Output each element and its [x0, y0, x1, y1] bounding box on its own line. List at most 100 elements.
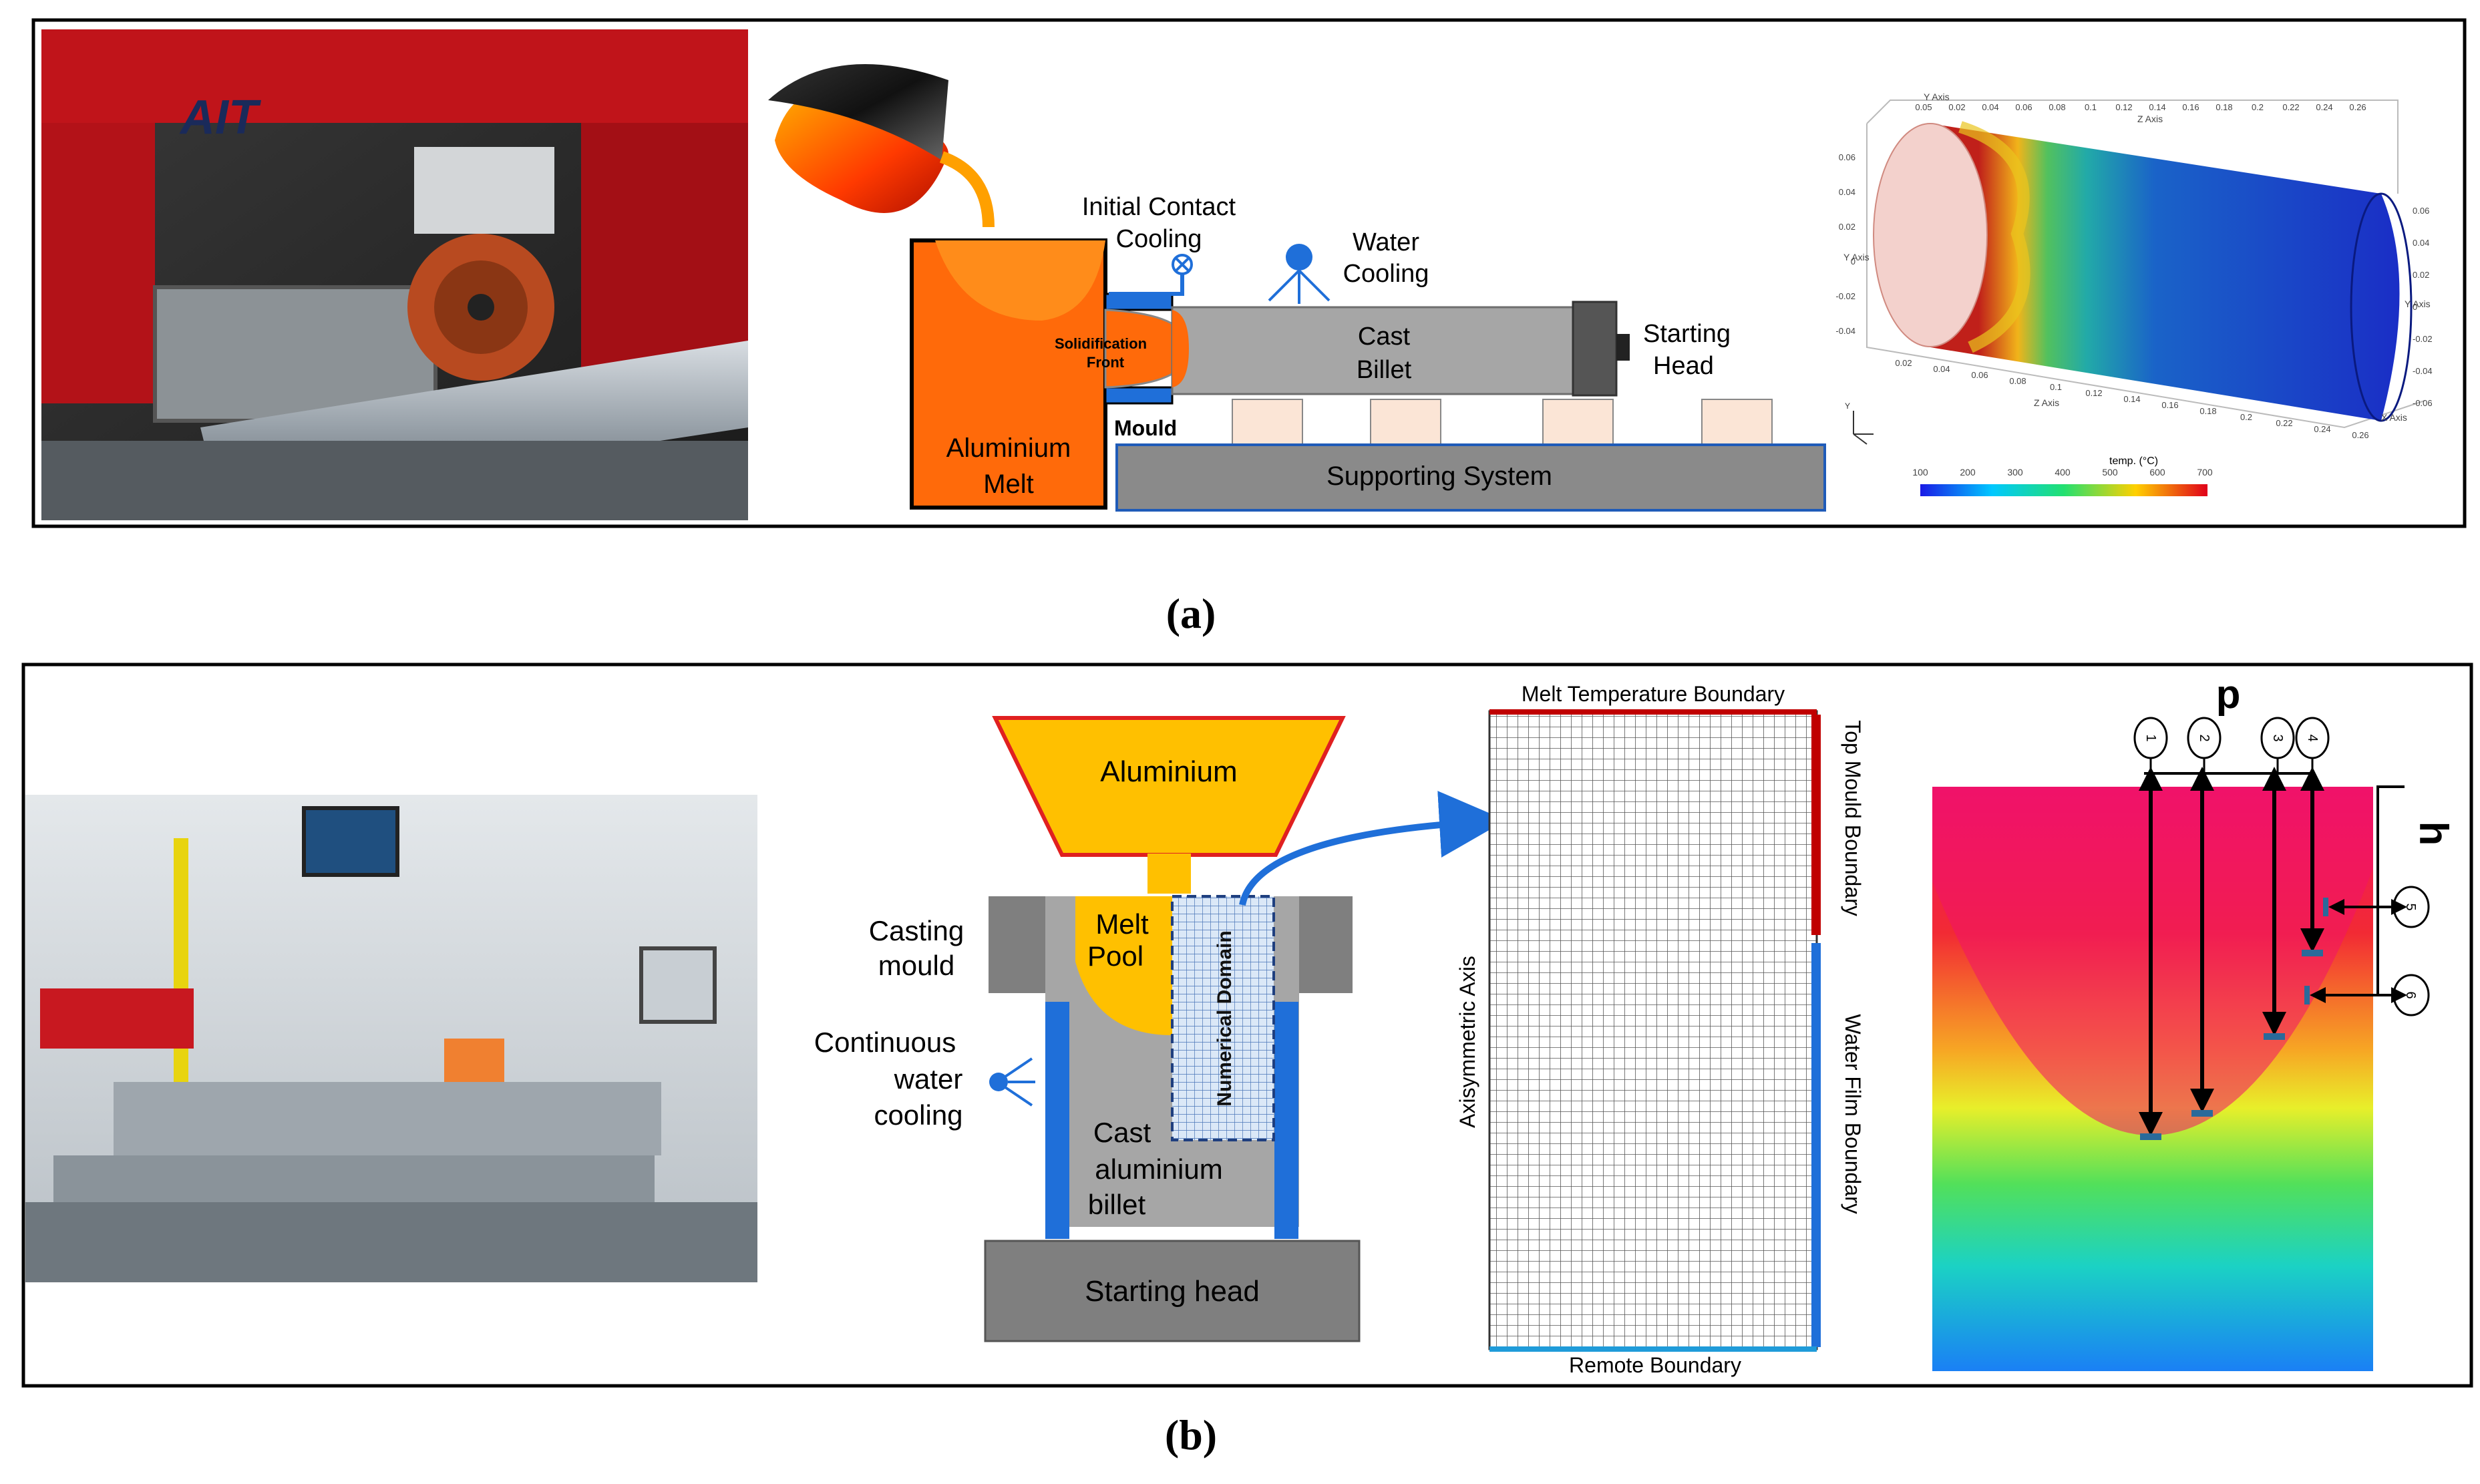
- sim-top-tick: 0.18: [2216, 102, 2232, 112]
- sim-right-tick: 0: [2413, 302, 2417, 312]
- ait-logo: AIT: [179, 91, 262, 144]
- sim-bottom-tick: 0.16: [2161, 400, 2178, 410]
- top-mould-label: Top Mould Boundary: [1841, 720, 1865, 916]
- water-cooling-label-1: Water: [1353, 228, 1419, 256]
- sim-right-tick: 0.04: [2413, 238, 2429, 248]
- sim-right-y-axis: Y Axis: [2405, 299, 2431, 309]
- sim-bottom-tick: 0.14: [2123, 394, 2140, 404]
- sim-left-tick: 0: [1851, 256, 1855, 266]
- continuous-cooling-label-1: Continuous: [814, 1027, 956, 1058]
- sim-bottom-tick: 0.08: [2009, 376, 2026, 386]
- sim-right-ticks: 0.060.040.020-0.02-0.04-0.06: [2413, 206, 2433, 408]
- spray-icon: [989, 1057, 1035, 1107]
- aluminium-melt: Aluminium Melt: [910, 238, 1107, 510]
- mould-top: [1104, 293, 1174, 311]
- pour-stream: [939, 151, 995, 228]
- sim-top-tick: 0.16: [2182, 102, 2199, 112]
- sim-x-axis: X Axis: [2381, 412, 2407, 423]
- sim-top-tick: 0.1: [2085, 102, 2097, 112]
- initial-contact-label-2: Cooling: [1116, 225, 1202, 253]
- aluminium-melt-label-2: Melt: [983, 470, 1034, 499]
- dc-casting-schematic: Aluminium Numerical Domain Melt Pool Cas…: [814, 716, 1506, 1342]
- water-film-right: [1274, 1002, 1298, 1239]
- marker-label: 5: [2403, 903, 2418, 910]
- sim-bottom-tick: 0.02: [1895, 358, 1912, 368]
- water-film-label: Water Film Boundary: [1841, 1014, 1865, 1214]
- colorbar-tick: 100: [1912, 467, 1928, 478]
- sim-top-tick: 0.02: [1948, 102, 1965, 112]
- marker-label: 4: [2305, 734, 2320, 741]
- thermocouple-tip: [2191, 1110, 2213, 1117]
- sim-left-ticks: 0.060.040.020-0.02-0.04: [1835, 152, 1855, 336]
- colorbar-tick: 200: [1960, 467, 1976, 478]
- aluminium-melt-label-1: Aluminium: [946, 433, 1071, 463]
- sim-top-z-axis: Z Axis: [2137, 114, 2163, 124]
- axes-triad-icon: Y: [1845, 401, 1874, 445]
- caption-a: (a): [1166, 590, 1216, 637]
- zoom-arrow: [1239, 791, 1506, 906]
- sim-left-y-axis: Y Axis: [1843, 252, 1870, 262]
- valve-icon: [1109, 254, 1193, 296]
- sim-left-tick: -0.04: [1835, 326, 1855, 336]
- billet-label-3: billet: [1088, 1189, 1146, 1220]
- colorbar-tick: 500: [2102, 467, 2118, 478]
- billet-label-2: aluminium: [1095, 1153, 1222, 1185]
- thermocouple-tip: [2304, 986, 2310, 1004]
- continuous-cooling-label-3: cooling: [874, 1099, 962, 1131]
- h-dimension: h: [2376, 785, 2456, 995]
- marker-label: 1: [2143, 734, 2158, 741]
- solidification-label-1: Solidification: [1055, 335, 1147, 352]
- colorbar-tick: 300: [2007, 467, 2023, 478]
- water-cooling-icon: [1268, 244, 1331, 304]
- simulation-3d: Y Axis Z Axis Z Axis Y Axis Y Axis X Axi…: [1835, 91, 2433, 445]
- billet-label-1: Cast: [1093, 1117, 1152, 1148]
- colorbar-tick: 400: [2055, 467, 2071, 478]
- sim-bottom-ticks: 0.020.040.060.080.10.120.140.160.180.20.…: [1895, 358, 2368, 440]
- colorbar-title: temp. (°C): [2109, 455, 2158, 467]
- caption-b: (b): [1165, 1411, 1217, 1459]
- aluminium-funnel: [992, 716, 1346, 857]
- thermocouple-tip: [2264, 1033, 2285, 1040]
- sim-top-y-axis: Y Axis: [1924, 91, 1950, 102]
- water-film-boundary: [1811, 943, 1821, 1347]
- sim-top-tick: 0.14: [2149, 102, 2165, 112]
- d-label: d: [2216, 678, 2241, 723]
- sim-bottom-tick: 0.26: [2352, 430, 2368, 440]
- marker-label: 2: [2197, 734, 2211, 741]
- cast-billet-label-2: Billet: [1357, 356, 1412, 384]
- panel-a-photo: AIT: [41, 29, 748, 520]
- melt-temperature-boundary: [1489, 709, 1817, 715]
- sim-bottom-tick: 0.06: [1971, 370, 1988, 380]
- sim-right-tick: 0.06: [2413, 206, 2429, 216]
- thermocouple-tip: [2140, 1133, 2161, 1140]
- starting-head: [984, 1240, 1361, 1342]
- top-mould-boundary: [1811, 715, 1821, 935]
- sim-right-tick: 0.02: [2413, 270, 2429, 280]
- sim-bottom-tick: 0.1: [2050, 382, 2062, 392]
- melt-pool-label-2: Pool: [1087, 940, 1143, 972]
- starting-head-label: Starting head: [1085, 1275, 1260, 1308]
- starting-head-label-2: Head: [1653, 352, 1714, 380]
- sim-top-tick: 0.12: [2115, 102, 2132, 112]
- support-rollers: [1232, 399, 1773, 445]
- casting-mould-label-1: Casting: [869, 915, 964, 946]
- sim-bottom-tick: 0.12: [2085, 388, 2102, 398]
- supporting-system-label: Supporting System: [1326, 461, 1552, 491]
- colorbar-tick: 700: [2197, 467, 2213, 478]
- panel-b-photo: [25, 795, 757, 1282]
- mesh-domain: Melt Temperature Boundary Remote Boundar…: [1455, 682, 1865, 1377]
- initial-contact-label-1: Initial Contact: [1082, 193, 1236, 221]
- svg-text:Y: Y: [1845, 401, 1850, 411]
- aluminium-label: Aluminium: [1100, 755, 1237, 788]
- melt-temperature-label: Melt Temperature Boundary: [1522, 682, 1785, 706]
- sim-left-tick: -0.02: [1835, 291, 1855, 301]
- sim-top-tick: 0.08: [2049, 102, 2065, 112]
- axisymmetric-axis-label: Axisymmetric Axis: [1455, 956, 1479, 1128]
- remote-boundary: [1489, 1346, 1817, 1352]
